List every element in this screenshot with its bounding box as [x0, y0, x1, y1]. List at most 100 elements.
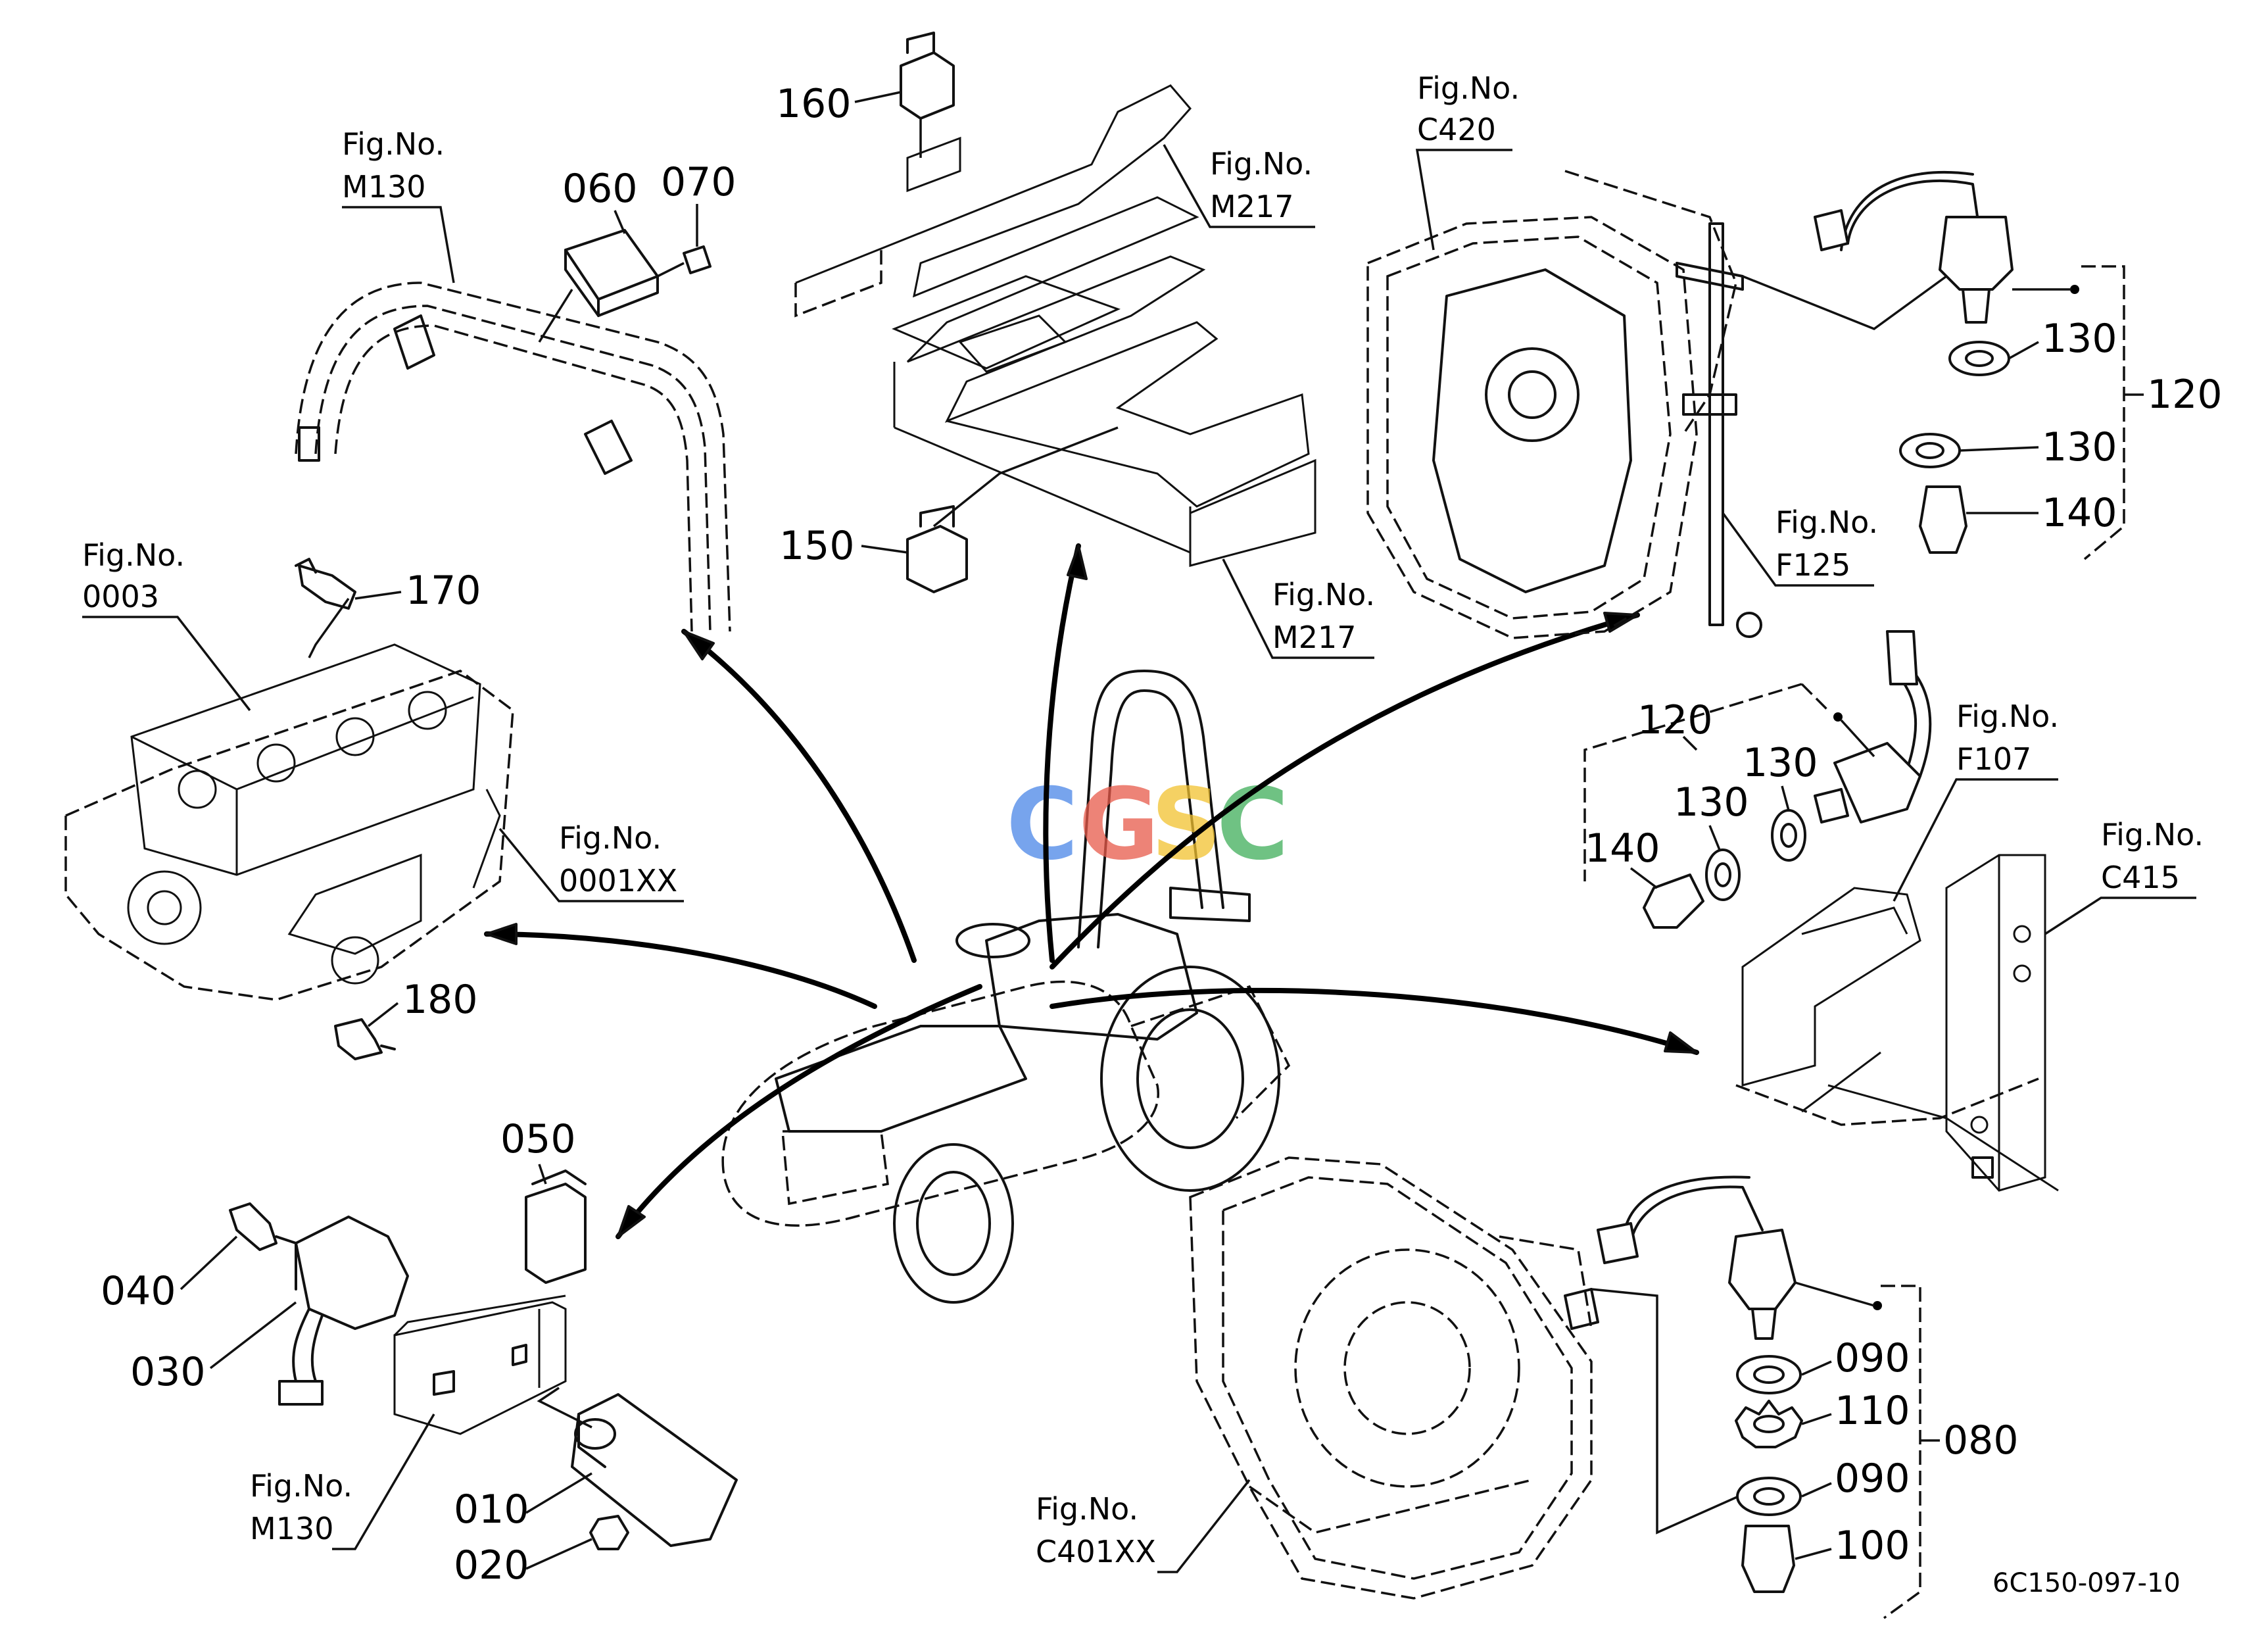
part-140-plug-middle	[1643, 873, 1704, 929]
leader-line	[1222, 558, 1374, 659]
leader-line	[354, 591, 402, 600]
rear-wheel	[1100, 966, 1280, 1192]
rops-bar-illustration	[295, 282, 731, 632]
part-150-switch	[906, 426, 1119, 593]
part-100-plug	[1741, 1525, 1795, 1593]
part-number-130-middle-a: 130	[1743, 740, 1818, 786]
part-number-030: 030	[130, 1349, 206, 1395]
part-number-130-middle-b: 130	[1674, 779, 1749, 825]
fig-ref-0001xx-line2: 0001XX	[559, 863, 677, 898]
part-number-010: 010	[454, 1487, 529, 1533]
leader-line	[1795, 1281, 1875, 1307]
watermark-letter: G	[1078, 768, 1159, 882]
leader-line	[82, 616, 251, 712]
group-dot	[2070, 285, 2079, 294]
part-130-washer-c	[1771, 809, 1806, 862]
fig-ref-f125-line2: F125	[1775, 547, 1850, 583]
fig-ref-m217-bottom-line1: Fig.No.	[1272, 577, 1375, 612]
fig-ref-m217-bottom-line2: M217	[1272, 620, 1357, 655]
part-040-sensor	[229, 1202, 297, 1251]
leader-line	[367, 1002, 399, 1027]
fig-ref-0001xx-line1: Fig.No.	[559, 820, 662, 856]
fig-ref-m130-top-line1: Fig.No.	[342, 126, 445, 162]
leader-line	[861, 545, 908, 554]
part-130-washer-b	[1899, 433, 1961, 468]
part-number-070: 070	[661, 159, 736, 205]
f125-rod	[1708, 222, 1724, 626]
leader-line	[614, 210, 626, 234]
fig-ref-f107-line1: Fig.No.	[1956, 699, 2059, 734]
fig-ref-c415-line2: C415	[2101, 860, 2180, 895]
part-070-screw	[657, 245, 712, 278]
group-dot	[1833, 712, 1843, 722]
group-bracket	[1800, 683, 1829, 712]
part-number-130-top-a: 130	[2042, 316, 2117, 362]
fig-ref-f107-line2: F107	[1956, 741, 2031, 777]
leader-line	[1781, 785, 1790, 811]
part-number-040: 040	[101, 1268, 176, 1314]
leader-line	[342, 206, 455, 283]
leader-line	[1801, 1413, 1832, 1425]
part-160-connector	[900, 32, 955, 158]
leader-line	[537, 1387, 592, 1429]
part-010-module	[571, 1393, 738, 1547]
leader-line	[332, 1413, 435, 1550]
leader-line	[1163, 144, 1315, 228]
leader-line	[1157, 1479, 1251, 1573]
part-020-nut	[589, 1515, 629, 1550]
m130-bracket-illustration	[393, 1294, 567, 1435]
part-180-sensor	[334, 1018, 396, 1060]
part-number-110: 110	[1835, 1388, 1910, 1434]
leader-line	[1959, 446, 2039, 452]
leader-line	[2044, 897, 2196, 935]
part-number-180: 180	[402, 977, 478, 1023]
part-number-140-top: 140	[2042, 490, 2117, 536]
watermark-letter: C	[1217, 768, 1289, 882]
part-060-relay	[538, 229, 659, 343]
part-number-160: 160	[776, 81, 852, 127]
part-number-090-a: 090	[1835, 1335, 1910, 1381]
tractor-illustration	[721, 670, 1291, 1304]
callout-arrows	[484, 543, 1699, 1239]
group-bracket	[1881, 1285, 1921, 1619]
leader-line	[1682, 735, 1698, 751]
leader-line	[1708, 825, 1721, 850]
leader-line	[1415, 149, 1512, 251]
leader-line	[1840, 719, 1875, 758]
group-bracket	[2081, 265, 2125, 560]
leader-line	[209, 1301, 297, 1369]
fig-ref-0003-line1: Fig.No.	[82, 537, 185, 573]
part-080-sensor	[1597, 1175, 1797, 1340]
part-number-150: 150	[779, 523, 855, 569]
fig-ref-f125-line1: Fig.No.	[1775, 504, 1878, 540]
part-140-plug-top	[1919, 485, 1967, 554]
part-120-sensor-middle	[1814, 630, 1932, 823]
fig-ref-m130-bottom-line1: Fig.No.	[250, 1468, 352, 1504]
part-120-sensor-top	[1814, 171, 2014, 324]
part-090-washer-a	[1736, 1355, 1802, 1394]
fig-ref-m130-top-line2: M130	[342, 169, 426, 205]
leader-line	[538, 1164, 547, 1185]
fig-ref-m217-top-line2: M217	[1210, 189, 1294, 224]
steering-wheel	[955, 923, 1030, 958]
group-dot	[1873, 1301, 1882, 1310]
transmission-case-illustration	[1366, 170, 1762, 639]
part-number-130-top-b: 130	[2042, 424, 2117, 470]
leader-line	[525, 1538, 592, 1570]
part-number-060: 060	[562, 166, 638, 212]
c415-bracket-illustration	[1735, 854, 2059, 1192]
group-bracket	[1583, 683, 1802, 881]
part-110-lockwasher	[1735, 1400, 1803, 1448]
leader-line	[1629, 867, 1658, 889]
leader-line	[1591, 1288, 1776, 1535]
fig-ref-0003-line2: 0003	[82, 579, 159, 614]
part-number-140-middle: 140	[1585, 825, 1660, 872]
clutch-housing-illustration	[1189, 1156, 1599, 1600]
fig-ref-m217-top-line1: Fig.No.	[1210, 146, 1313, 182]
diagram-code: 6C150-097-10	[1992, 1568, 2181, 1598]
part-050-relay	[525, 1169, 587, 1284]
part-number-050: 050	[500, 1116, 576, 1162]
leader-line	[2008, 341, 2039, 360]
part-number-120-top: 120	[2147, 372, 2223, 418]
